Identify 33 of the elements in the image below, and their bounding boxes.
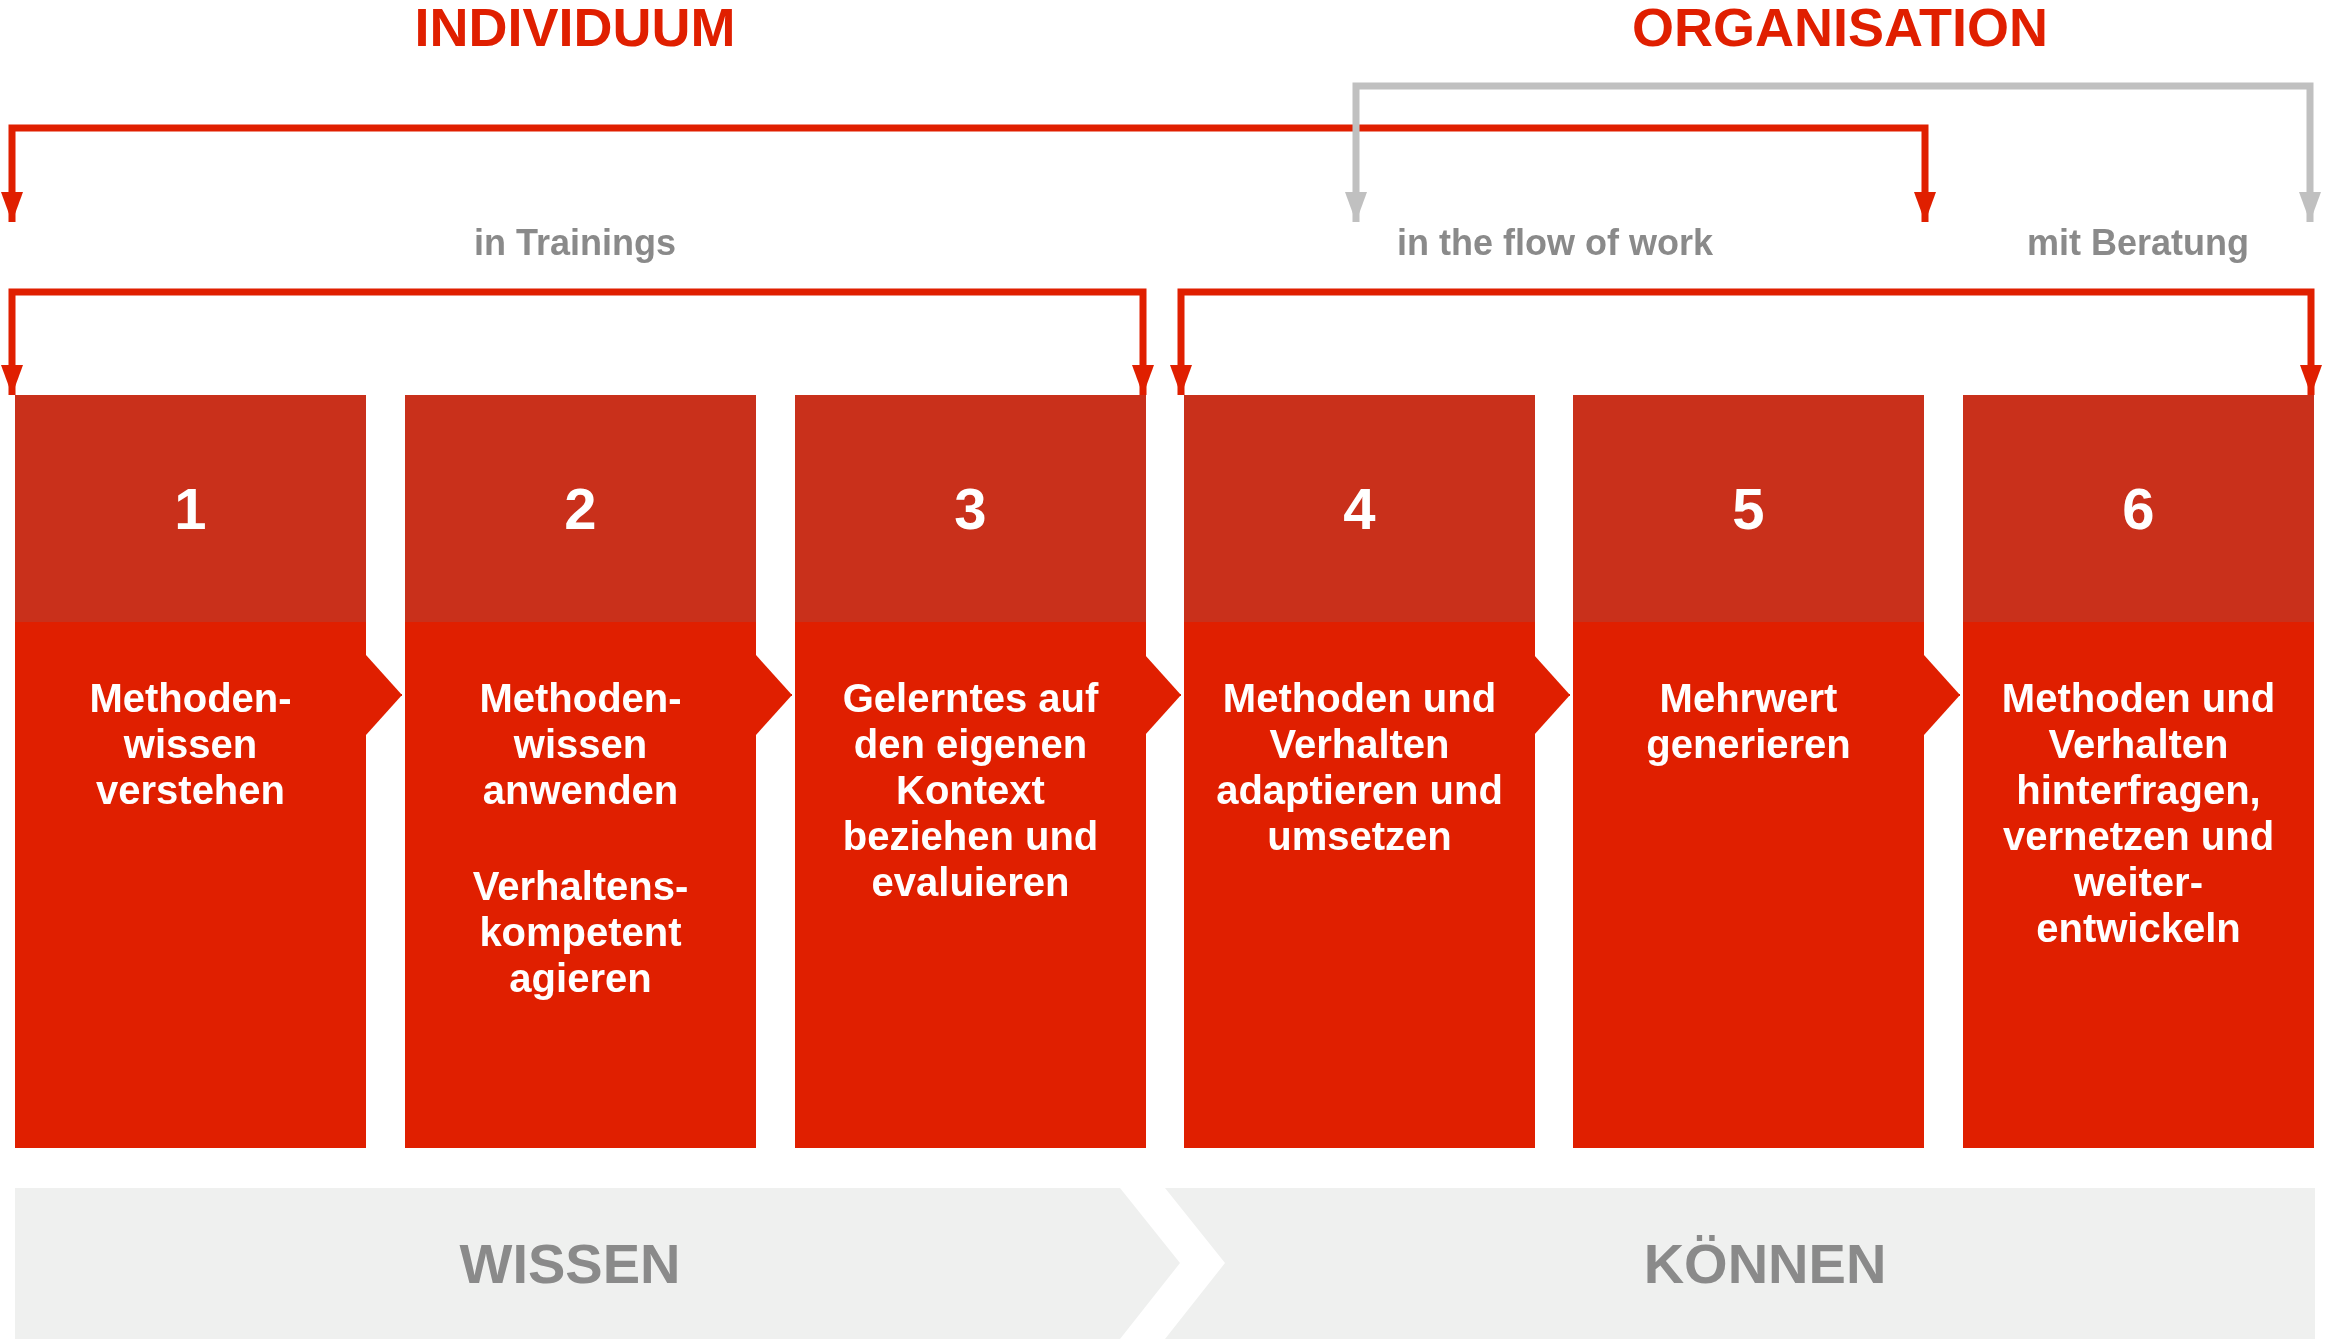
bracket-label: in the flow of work — [1397, 222, 1713, 264]
step-text: Verhaltens- kompetent agieren — [471, 863, 690, 1001]
section-heading: INDIVIDUUM — [414, 0, 736, 58]
step-text: Methoden- wissen verstehen — [88, 675, 293, 813]
step-number: 3 — [795, 395, 1146, 622]
step-number: 2 — [405, 395, 756, 622]
step-text: Methoden- wissen anwenden — [478, 675, 683, 813]
band-label: WISSEN — [459, 1230, 681, 1296]
step-box — [1963, 395, 2314, 1148]
step-text: Methoden und Verhalten hinterfragen, vernetzen und weiter- entwickeln — [2000, 675, 2277, 951]
step-box — [1184, 395, 1535, 1148]
step-number: 6 — [1963, 395, 2314, 622]
step-text: Methoden und Verhalten adaptieren und umsetzen — [1215, 675, 1504, 859]
step-number: 1 — [15, 395, 366, 622]
step-number: 5 — [1573, 395, 1924, 622]
step-box — [405, 395, 756, 1148]
step-box — [795, 395, 1146, 1148]
bracket-label: mit Beratung — [2027, 222, 2249, 264]
band-label: KÖNNEN — [1643, 1230, 1887, 1296]
bracket-label: in Trainings — [474, 222, 676, 264]
chevron-arrow — [1145, 655, 1182, 735]
step-box — [15, 395, 366, 1148]
chevron-arrow — [365, 655, 403, 735]
step-box — [1573, 395, 1924, 1148]
step-text: Mehrwert generieren — [1645, 675, 1852, 767]
bracket-arrow — [1170, 288, 2322, 395]
chevron-arrow — [1534, 655, 1571, 735]
step-number: 4 — [1184, 395, 1535, 622]
section-heading: ORGANISATION — [1632, 0, 2048, 58]
chevron-arrow — [755, 655, 793, 735]
bracket-arrow — [1, 288, 1154, 395]
step-text: Gelerntes auf den eigenen Kontext beziehen und evaluieren — [841, 675, 1100, 905]
chevron-arrow — [1923, 655, 1961, 735]
